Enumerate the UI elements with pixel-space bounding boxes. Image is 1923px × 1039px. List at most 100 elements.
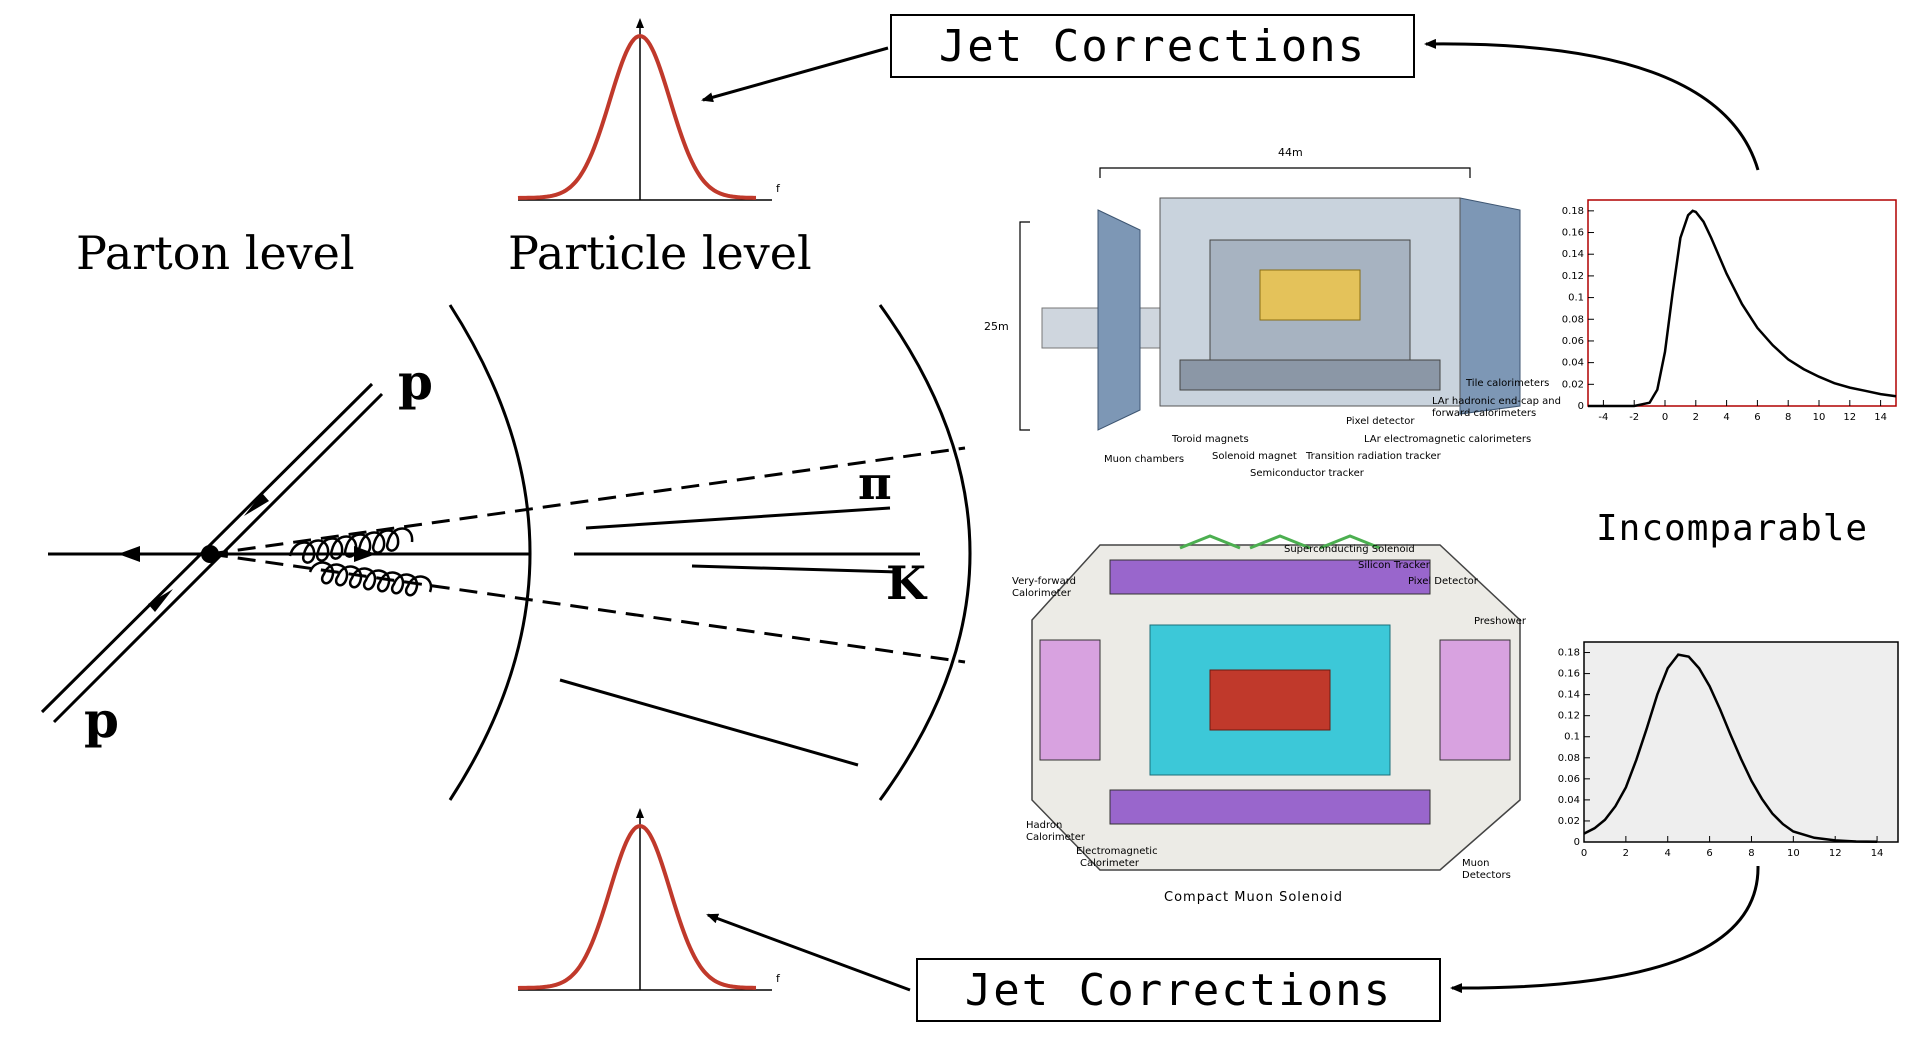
atlas-inner-tracker: [1259, 269, 1361, 321]
y-tick-label: 0: [1578, 401, 1584, 412]
arrow-top-correction-to-gauss: [701, 46, 889, 103]
y-tick-label: 0.12: [1562, 271, 1584, 282]
y-tick-label: 0.08: [1562, 314, 1584, 325]
gauss-top-curve: [517, 33, 756, 200]
y-tick-label: 0.18: [1558, 648, 1580, 659]
atlas-label-sct: Semiconductor tracker: [1250, 468, 1364, 479]
y-tick-label: 0.06: [1558, 774, 1580, 785]
arrow-bottom-correction-to-gauss: [706, 913, 911, 992]
proton-top-label: p: [398, 352, 433, 411]
gluon-upper: [288, 527, 414, 564]
y-tick-label: 0.14: [1562, 249, 1584, 260]
proton-bottom-label: p: [84, 690, 119, 749]
x-tick-label: -2: [1629, 412, 1639, 423]
atlas-label-muon: Muon chambers: [1104, 454, 1185, 465]
x-tick-label: 4: [1665, 848, 1671, 859]
y-tick-label: 0.16: [1562, 228, 1584, 239]
gauss-bottom-curve: [517, 823, 756, 990]
series-line: [1588, 209, 1897, 408]
atlas-height-bracket: [1019, 221, 1030, 431]
atlas-label-trt: Transition radiation tracker: [1306, 451, 1441, 462]
incomparable-label: Incomparable: [1596, 508, 1869, 549]
cms-label-vf1: Very-forward: [1012, 576, 1077, 587]
cms-tracker: [1209, 669, 1331, 731]
x-tick-label: 2: [1693, 412, 1699, 423]
cms-label-hcal2: Calorimeter: [1026, 832, 1085, 843]
cms-label-preshower: Preshower: [1474, 616, 1527, 627]
x-tick-label: 6: [1706, 848, 1712, 859]
atlas-label-lar-hadronic-2: forward calorimeters: [1432, 408, 1537, 419]
x-tick-label: 8: [1785, 412, 1791, 423]
x-tick-label: 8: [1748, 848, 1754, 859]
arrow-top-plot-to-correction: [1424, 38, 1760, 171]
cms-endcap-left: [1039, 639, 1101, 761]
cms-label-muon2: Detectors: [1462, 870, 1511, 881]
y-tick-label: 0.08: [1558, 753, 1580, 764]
y-tick-label: 0.14: [1558, 690, 1580, 701]
x-tick-label: 12: [1829, 848, 1842, 859]
jet-cone-lower: [209, 552, 966, 664]
cms-label-tracker: Silicon Tracker: [1358, 560, 1430, 571]
feynman-diagram: [40, 304, 972, 801]
jet-cone-upper: [209, 446, 966, 556]
x-tick-label: 14: [1874, 412, 1887, 423]
y-tick-label: 0: [1574, 837, 1580, 848]
x-tick-label: 10: [1813, 412, 1826, 423]
atlas-label-pixel: Pixel detector: [1346, 416, 1415, 427]
y-tick-label: 0.1: [1568, 293, 1584, 304]
y-tick-label: 0.02: [1558, 816, 1580, 827]
atlas-label-toroid: Toroid magnets: [1172, 434, 1249, 445]
series-line: [1583, 653, 1878, 844]
gluon-lower: [308, 561, 433, 597]
jet-corrections-bottom-box: Jet Corrections: [916, 958, 1441, 1022]
x-tick-label: 0: [1662, 412, 1668, 423]
x-tick-label: -4: [1598, 412, 1608, 423]
jet-corrections-top-box: Jet Corrections: [890, 14, 1415, 78]
gauss-top-axis-arrow: [636, 18, 644, 28]
gauss-top-axis-label: f: [776, 182, 780, 195]
y-tick-label: 0.16: [1558, 669, 1580, 680]
gaussian-bottom: [517, 808, 772, 991]
cms-label-ecal2: Calorimeter: [1080, 858, 1139, 869]
particle-level-label: Particle level: [508, 226, 812, 280]
x-tick-label: 14: [1871, 848, 1884, 859]
cms-label-vf2: Calorimeter: [1012, 588, 1071, 599]
cms-magnet-top: [1109, 559, 1431, 595]
cms-label-ecal1: Electromagnetic: [1076, 846, 1158, 857]
track-pion: [585, 506, 891, 530]
cms-green-coils: [1179, 534, 1381, 550]
cms-detector: [1031, 534, 1521, 871]
proton-arrow-bottom: [148, 589, 173, 612]
gauss-bottom-axis-arrow: [636, 808, 644, 818]
atlas-height-label: 25m: [984, 320, 1009, 333]
y-tick-label: 0.06: [1562, 336, 1584, 347]
y-tick-label: 0.1: [1564, 732, 1580, 743]
atlas-width-bracket: [1099, 167, 1471, 178]
y-tick-label: 0.12: [1558, 711, 1580, 722]
plot-frame: [1583, 641, 1899, 843]
x-tick-label: 12: [1843, 412, 1856, 423]
cms-title: Compact Muon Solenoid: [1164, 890, 1343, 905]
pion-label: π: [858, 456, 892, 510]
x-tick-label: 2: [1623, 848, 1629, 859]
y-tick-label: 0.04: [1558, 795, 1580, 806]
cms-label-solenoid: Superconducting Solenoid: [1284, 544, 1415, 555]
particle-detector-boundary: [878, 304, 972, 801]
atlas-detector: [1019, 167, 1521, 431]
cms-label-pixel: Pixel Detector: [1408, 576, 1478, 587]
proton-arrow-top: [244, 493, 269, 516]
y-tick-label: 0.18: [1562, 206, 1584, 217]
x-tick-label: 0: [1581, 848, 1587, 859]
cms-magnet-bottom: [1109, 789, 1431, 825]
gaussian-top: [517, 18, 772, 201]
arrow-bottom-plot-to-correction: [1450, 865, 1760, 994]
y-tick-label: 0.04: [1562, 358, 1584, 369]
parton-level-label: Parton level: [76, 226, 355, 280]
atlas-endcap-left: [1097, 209, 1141, 431]
x-tick-label: 4: [1723, 412, 1729, 423]
atlas-label-solenoid: Solenoid magnet: [1212, 451, 1297, 462]
x-tick-label: 6: [1754, 412, 1760, 423]
